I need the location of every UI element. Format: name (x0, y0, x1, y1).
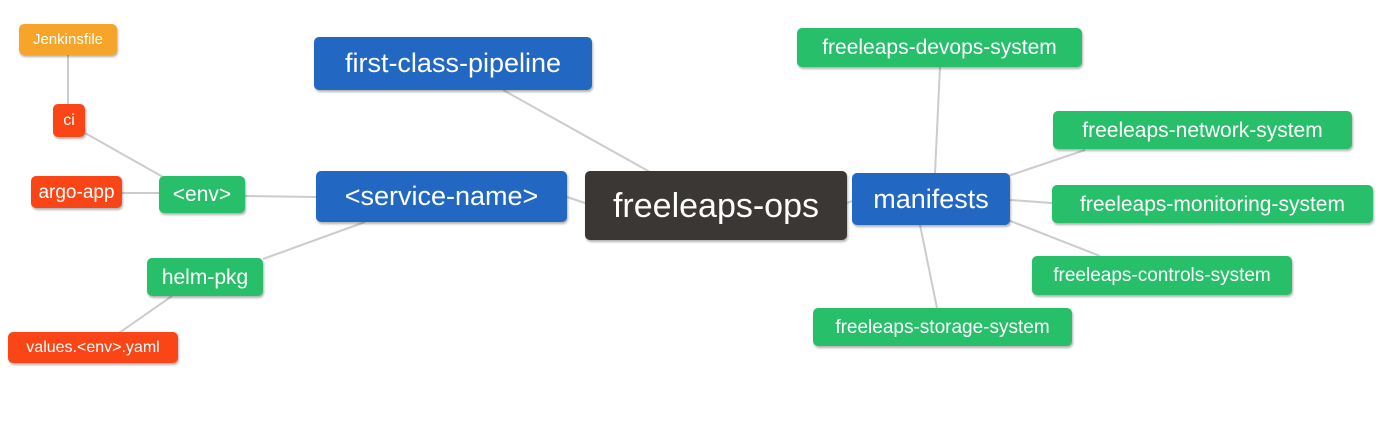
node-freeleaps-ops[interactable]: freeleaps-ops (585, 171, 847, 240)
edge-manifests-freeleaps-storage-system (919, 224, 938, 309)
edge-manifests-freeleaps-network-system (1004, 149, 1086, 178)
node-ci[interactable]: ci (53, 104, 85, 137)
node-freeleaps-storage-system[interactable]: freeleaps-storage-system (813, 308, 1072, 346)
node-helm-pkg[interactable]: helm-pkg (147, 258, 263, 296)
edge-manifests-freeleaps-devops-system (934, 66, 941, 174)
edge-first-class-pipeline-freeleaps-ops (502, 89, 651, 173)
edge-ci-env (84, 132, 164, 178)
node-argo-app[interactable]: argo-app (31, 176, 122, 208)
node-freeleaps-controls-system[interactable]: freeleaps-controls-system (1032, 256, 1292, 295)
node-service-name[interactable]: <service-name> (316, 171, 567, 222)
node-freeleaps-monitoring-system[interactable]: freeleaps-monitoring-system (1052, 185, 1373, 223)
edge-helm-pkg-service-name (262, 221, 366, 260)
edge-service-name-freeleaps-ops (566, 196, 586, 204)
edge-env-service-name (243, 195, 317, 198)
node-freeleaps-devops-system[interactable]: freeleaps-devops-system (797, 28, 1082, 67)
node-jenkinsfile[interactable]: Jenkinsfile (19, 24, 117, 55)
node-env[interactable]: <env> (159, 176, 245, 213)
node-freeleaps-network-system[interactable]: freeleaps-network-system (1053, 111, 1352, 149)
edge-manifests-freeleaps-monitoring-system (1009, 199, 1053, 204)
node-first-class-pipeline[interactable]: first-class-pipeline (314, 37, 592, 90)
node-manifests[interactable]: manifests (852, 173, 1010, 225)
node-values-env-yaml[interactable]: values.<env>.yaml (8, 332, 178, 363)
edge-values-env-yaml-helm-pkg (118, 295, 173, 334)
edge-freeleaps-ops-manifests (846, 200, 853, 204)
edge-manifests-freeleaps-controls-system (1007, 219, 1101, 257)
